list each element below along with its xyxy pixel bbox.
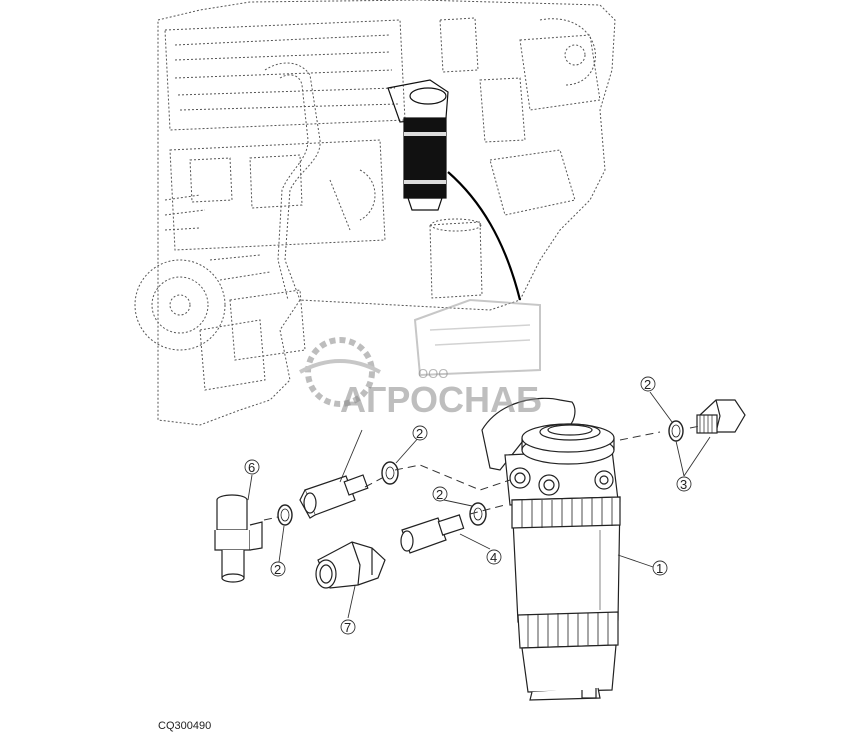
callout-4: 4 <box>490 550 497 565</box>
callout-7: 7 <box>344 620 351 635</box>
callout-3: 3 <box>680 477 687 492</box>
drain-plug-3 <box>696 399 746 434</box>
elbow-fitting-6 <box>214 494 263 583</box>
sensor-7 <box>315 541 386 589</box>
callout-2c: 2 <box>436 487 443 502</box>
callouts <box>244 376 692 635</box>
location-leader-line <box>447 171 522 301</box>
o-ring-c <box>469 502 487 526</box>
callout-2b: 2 <box>416 426 423 441</box>
o-ring-d <box>277 504 293 526</box>
hex-adapter-upper <box>299 474 369 519</box>
watermark <box>299 298 541 407</box>
fuel-filter-assembly <box>481 397 621 701</box>
o-ring-b <box>381 461 399 485</box>
callout-2a: 2 <box>644 377 651 392</box>
callout-2d: 2 <box>274 562 281 577</box>
engine-filter-location <box>387 79 449 211</box>
assembly-centerlines <box>263 425 701 521</box>
hex-adapter-4 <box>400 514 465 554</box>
callout-leaders <box>247 391 711 619</box>
engine-illustration <box>134 0 616 426</box>
watermark-prefix: ООО <box>418 366 448 381</box>
figure-code: CQ300490 <box>158 720 212 732</box>
callout-6: 6 <box>248 460 255 475</box>
watermark-brand: АГРОСНАБ <box>340 379 542 420</box>
callout-1: 1 <box>656 561 663 576</box>
o-ring-a <box>668 420 684 442</box>
